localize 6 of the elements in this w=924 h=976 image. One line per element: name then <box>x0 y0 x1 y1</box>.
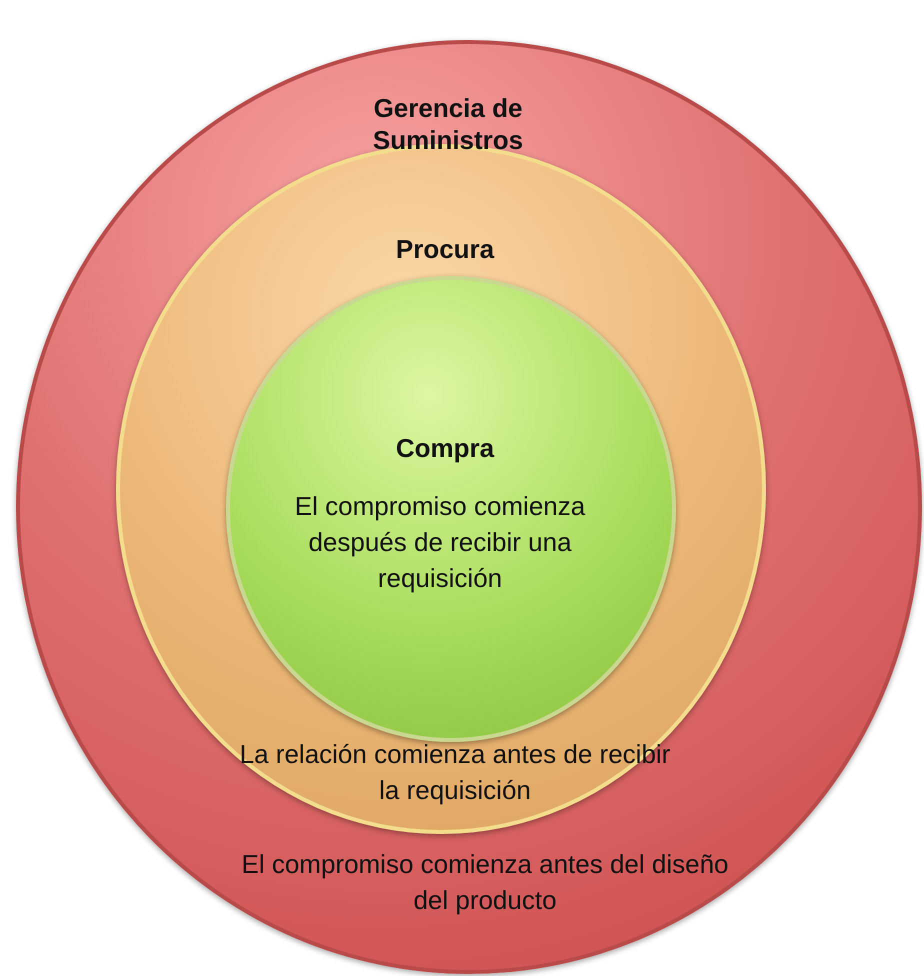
circle-description: La relación comienza antes de recibir la requisición <box>238 738 672 807</box>
circle-heading: Gerencia de Suministros <box>372 92 524 156</box>
circle-heading: Procura <box>394 233 496 265</box>
circle-heading: Compra <box>394 432 496 464</box>
circle-description: El compromiso comienza después de recibir una requisición <box>294 490 586 595</box>
circle-description: El compromiso comienza antes del diseño del producto <box>240 848 730 917</box>
